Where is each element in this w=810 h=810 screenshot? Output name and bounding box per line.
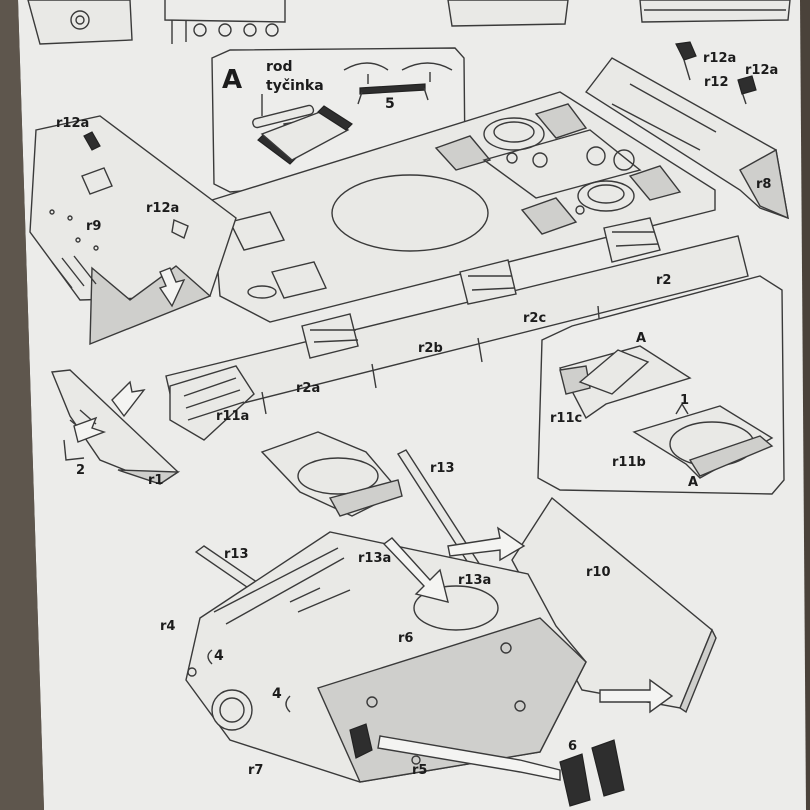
label-r4: r4 — [160, 619, 175, 634]
step-1: 1 — [680, 393, 689, 408]
detail-panel-r11: A r11c 1 r11b A — [537, 275, 785, 495]
part-r11a-guard: r11a — [169, 365, 255, 441]
label-r1: r1 — [148, 473, 163, 488]
hull-top-assembly: r2a r2b r2c r2 — [165, 91, 749, 421]
part-r1: 2 r1 — [51, 369, 181, 488]
mark-4-right: 4 — [272, 686, 282, 702]
inset-a-word-en: rod — [266, 59, 293, 75]
label-r13-top: r13 — [430, 461, 455, 476]
step-6: 6 — [568, 739, 577, 754]
label-r12: r12 — [704, 75, 729, 90]
inset-a-letter: A — [222, 65, 242, 95]
label-r9: r9 — [86, 219, 101, 234]
label-r8: r8 — [756, 177, 771, 192]
label-r13a-left: r13a — [358, 551, 391, 566]
part-r9-plate: r12a r9 r12a — [29, 115, 237, 346]
paper-shadow-strip — [0, 0, 44, 810]
mark-4-left: 4 — [214, 648, 224, 664]
label-r2c: r2c — [523, 311, 546, 326]
label-r2a: r2a — [296, 381, 320, 396]
inset-a-word-cz: tyčinka — [266, 78, 324, 94]
label-r2: r2 — [656, 273, 671, 288]
step-2: 2 — [76, 463, 85, 478]
label-r11b: r11b — [612, 455, 646, 470]
fold-a-top: A — [636, 331, 646, 346]
label-r6: r6 — [398, 631, 413, 646]
label-r12a-right1: r12a — [703, 51, 736, 66]
label-r11c: r11c — [550, 411, 582, 426]
inset-a-count: 5 — [385, 96, 395, 112]
label-r13a-right: r13a — [458, 573, 491, 588]
label-r7: r7 — [248, 763, 263, 778]
hull-bottom-assembly: r13 r13 r10 r13a r13a r6 r4 r7 r5 4 4 — [160, 431, 717, 807]
fold-a-bottom: A — [688, 475, 698, 490]
label-r5: r5 — [412, 763, 427, 778]
label-r13-left: r13 — [224, 547, 249, 562]
label-r2b: r2b — [418, 341, 443, 356]
label-r11a: r11a — [216, 409, 249, 424]
label-r12a-mid: r12a — [146, 201, 179, 216]
label-r12a-left: r12a — [56, 116, 89, 131]
label-r12a-right2: r12a — [745, 63, 778, 78]
part-r8-plate: r12a r12 r12a r8 — [584, 41, 789, 220]
top-cropped-parts — [27, 0, 791, 45]
label-r10: r10 — [586, 565, 611, 580]
